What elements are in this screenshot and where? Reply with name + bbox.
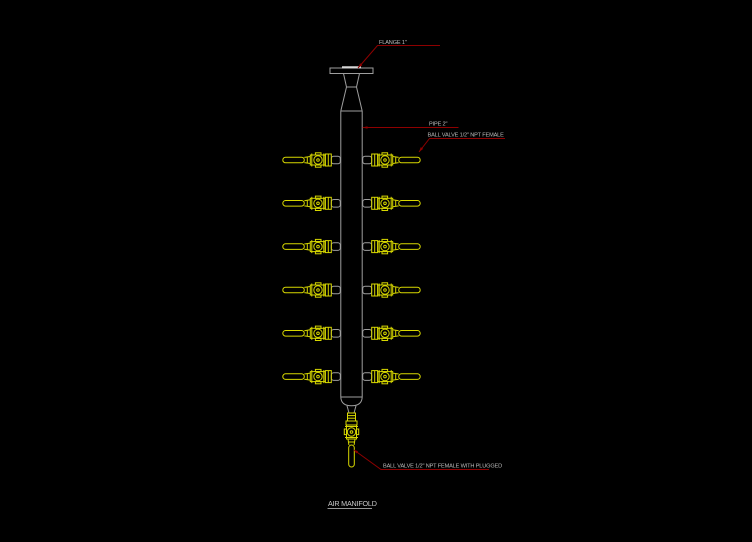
flange-plate [329,67,374,74]
flange-leader-arrowhead [358,63,363,68]
pipe-leader-arrowhead [362,126,368,129]
ball-valve-bottom-plugged [343,412,360,468]
ball-valve-leader-arrowhead [419,147,424,152]
annotation-pipe: PIPE 2" [362,122,459,129]
ball-valve-left-6 [282,368,341,385]
swage-reducer [340,86,363,112]
bottom-reducer [346,405,357,414]
plugged-valve-leader-arrowhead [354,450,359,454]
ball-valve-left-3 [282,238,341,255]
manifold-pipe [329,66,374,414]
pipe-label: PIPE 2" [429,122,448,128]
side-valves [282,152,421,385]
annotation-flange: FLANGE 1" [357,40,440,69]
pipe-end-cap [340,396,363,407]
flange-hub [343,73,360,88]
flange-label: FLANGE 1" [379,40,407,46]
plugged-valve-leader-line [353,449,489,470]
ball-valve-left-4 [282,282,341,298]
drawing-title-block: AIR MANIFOLD [327,499,377,509]
annotation-ball-valve: BALL VALVE 1/2" NPT FEMALE [418,133,505,153]
ball-valve-right-1 [362,152,421,168]
ball-valve-right-3 [362,238,421,255]
ball-valve-left-2 [282,195,341,211]
annotation-ball-valve-plugged: BALL VALVE 1/2" NPT FEMALE WITH PLUGGED [353,449,502,470]
flange-leader-line [357,45,440,69]
ball-valve-right-6 [362,368,421,385]
ball-valve-left-1 [282,152,341,168]
ball-valve-label: BALL VALVE 1/2" NPT FEMALE [428,133,505,139]
plugged-valve-label: BALL VALVE 1/2" NPT FEMALE WITH PLUGGED [383,464,502,470]
ball-valve-right-5 [362,325,421,341]
ball-valve-right-2 [362,195,421,211]
ball-valve-left-5 [282,325,341,341]
ball-valve-right-4 [362,282,421,298]
drawing-title: AIR MANIFOLD [328,499,377,508]
ball-valve-leader-line [418,138,505,153]
